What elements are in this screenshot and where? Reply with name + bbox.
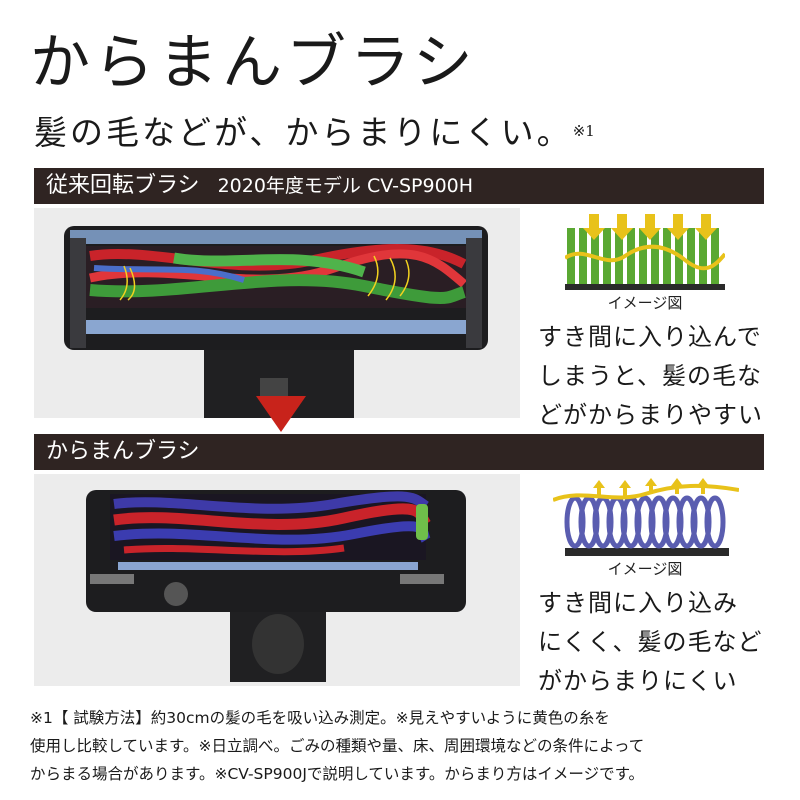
conventional-description: すき間に入り込んで しまうと、髪の毛な どがからまりやすい [538, 318, 778, 435]
conventional-band-label: 従来回転ブラシ [46, 173, 200, 198]
footnote-line: 使用し比較しています。※日立調べ。ごみの種類や量、床、周囲環境などの条件によって [30, 737, 645, 755]
conventional-desc-line: どがからまりやすい [538, 401, 763, 429]
conventional-band-model: 2020年度モデル CV-SP900H [217, 175, 474, 197]
conventional-brush-photo [34, 208, 520, 418]
conventional-band: 従来回転ブラシ 2020年度モデル CV-SP900H [34, 168, 764, 204]
conventional-desc-line: すき間に入り込んで [538, 323, 762, 351]
subtitle-note-ref: ※1 [572, 122, 595, 140]
conventional-desc-line: しまうと、髪の毛な [538, 362, 763, 390]
karaman-band-label: からまんブラシ [46, 439, 200, 464]
karaman-band: からまんブラシ [34, 434, 764, 470]
footnote-line: ※1【 試験方法】約30cmの髪の毛を吸い込み測定。※見えやすいように黄色の糸を [30, 709, 610, 727]
down-arrow-icon [256, 396, 306, 432]
footnote: ※1【 試験方法】約30cmの髪の毛を吸い込み測定。※見えやすいように黄色の糸を… [30, 704, 775, 788]
page-title: からまんブラシ [30, 28, 477, 98]
karaman-coil-diagram [553, 478, 739, 556]
karaman-desc-line: にくく、髪の毛など [538, 628, 763, 656]
karaman-desc-line: がからまりにくい [538, 667, 738, 695]
karaman-desc-line: すき間に入り込み [538, 589, 738, 617]
conventional-tangle-diagram [565, 214, 725, 290]
karaman-image-label: イメージ図 [607, 560, 683, 578]
karaman-brush-photo [34, 474, 520, 686]
conventional-image-label: イメージ図 [607, 294, 683, 312]
footnote-line: からまる場合があります。※CV-SP900Jで説明しています。からまり方はイメー… [30, 765, 645, 783]
subtitle-text: 髪の毛などが、からまりにくい。 [34, 113, 573, 152]
page-subtitle: 髪の毛などが、からまりにくい。※1 [34, 108, 595, 158]
karaman-description: すき間に入り込み にくく、髪の毛など がからまりにくい [538, 584, 778, 701]
